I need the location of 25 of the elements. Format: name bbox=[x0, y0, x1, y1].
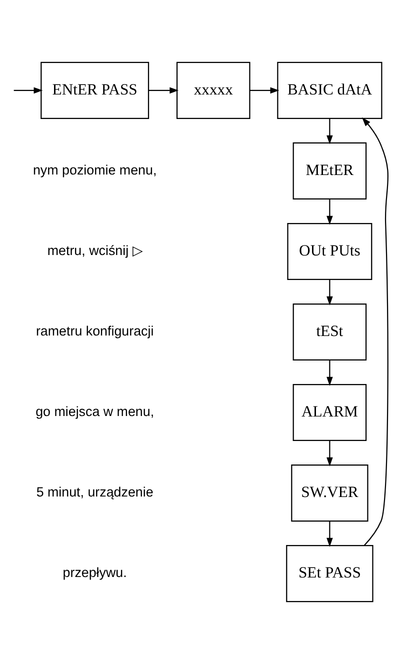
node-box: SEt PASS bbox=[286, 544, 374, 602]
arrow bbox=[326, 360, 333, 386]
node-box: xxxxx bbox=[176, 61, 250, 118]
arrow bbox=[148, 86, 179, 94]
arrow bbox=[326, 198, 333, 224]
node-box: ALARM bbox=[292, 384, 367, 441]
arrow bbox=[362, 116, 388, 546]
label: rametru konfiguracji bbox=[36, 322, 154, 338]
arrow bbox=[14, 86, 43, 94]
node-box: BASIC dAtA bbox=[277, 61, 382, 118]
node-box: MEtER bbox=[292, 142, 367, 199]
node-box: ENtER PASS bbox=[40, 61, 150, 118]
label: 5 minut, urządzenie bbox=[36, 484, 154, 500]
node-box: tESt bbox=[292, 302, 367, 360]
arrow bbox=[326, 118, 333, 144]
label: przepływu. bbox=[62, 564, 127, 580]
label: go miejsca w menu, bbox=[36, 403, 154, 418]
arrow bbox=[250, 86, 280, 94]
arrow bbox=[326, 440, 333, 466]
label: nym poziomie menu, bbox=[32, 162, 157, 177]
arrow bbox=[326, 520, 333, 546]
node-box: OUt PUts bbox=[287, 222, 372, 280]
arrow bbox=[326, 279, 333, 305]
label: metru, wciśnij ▷ bbox=[47, 242, 142, 258]
node-box: SW.VER bbox=[291, 464, 368, 522]
